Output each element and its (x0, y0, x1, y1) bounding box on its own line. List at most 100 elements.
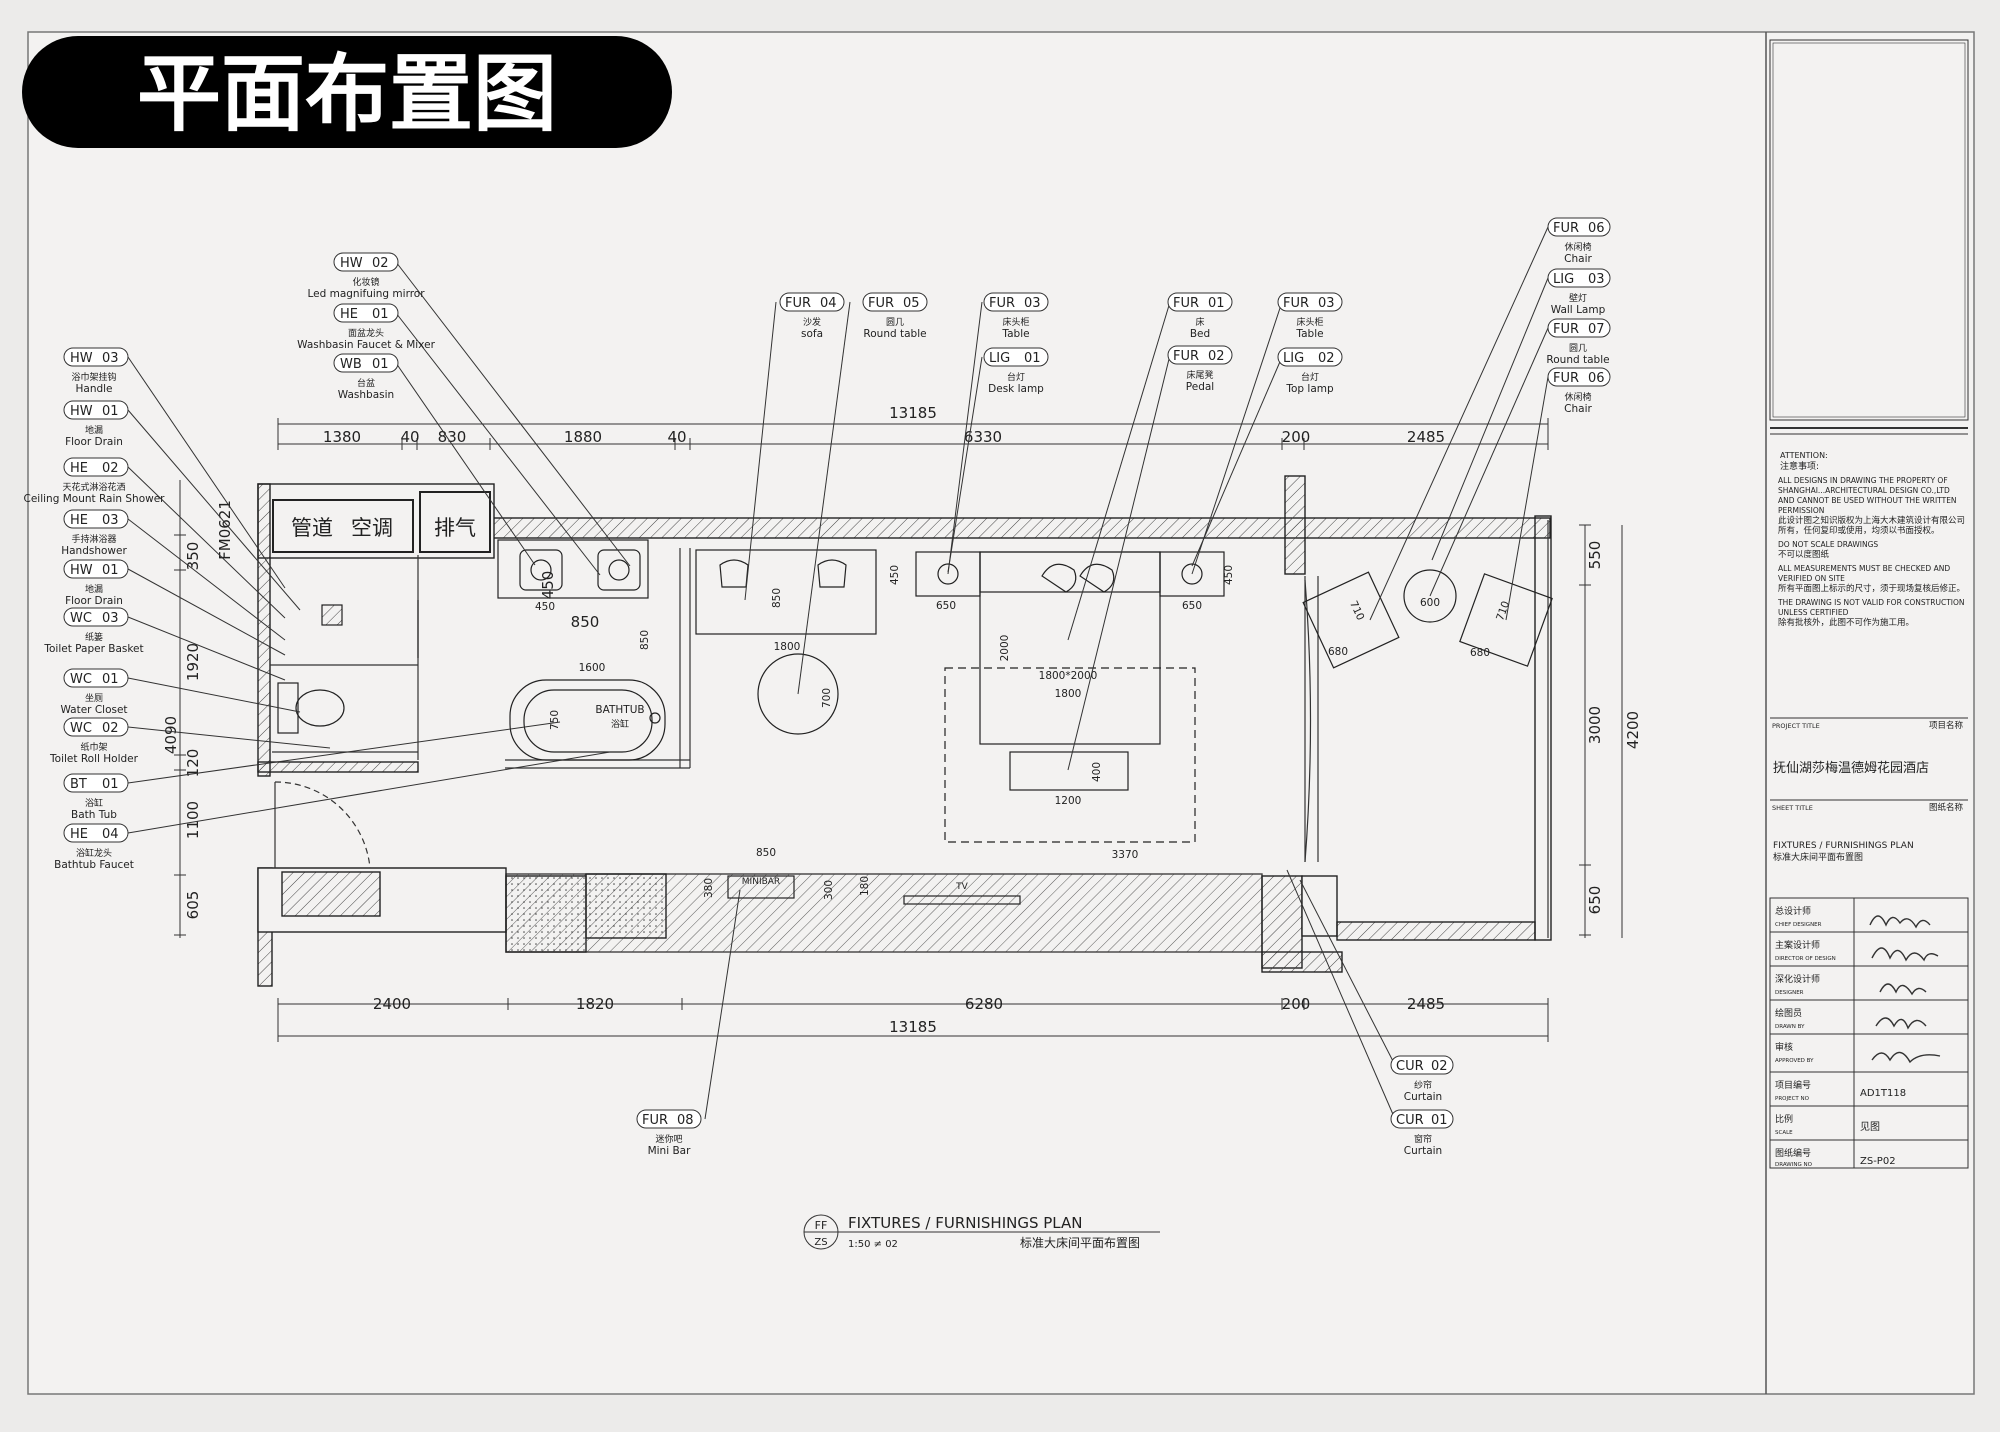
callout-cn: 台灯 (1007, 371, 1025, 383)
callout-cn: 床尾凳 (1186, 369, 1213, 381)
callout-en: Washbasin Faucet & Mixer (297, 339, 435, 351)
bathroom-fixtures (277, 539, 666, 761)
callout-num: 03 (102, 611, 119, 626)
callout-code: HW (70, 404, 93, 419)
interior-dim: 1800 (1055, 688, 1082, 700)
callout-code: LIG (1553, 272, 1574, 287)
interior-dim: 650 (936, 600, 956, 612)
callout-code: WC (70, 611, 92, 626)
callout-code: FUR (1173, 349, 1199, 364)
plan-subtitle-cn: 标准大床间平面布置图 (1020, 1236, 1140, 1250)
callout-num: 02 (372, 256, 389, 271)
interior-dim: 600 (1420, 597, 1440, 609)
callout-code: LIG (989, 351, 1010, 366)
callout-en: Toilet Roll Holder (49, 753, 139, 765)
callout-en: Bath Tub (71, 809, 117, 821)
row-label-cn: 比例 (1775, 1113, 1793, 1125)
callout-num: 02 (102, 721, 119, 736)
left-dim: 4090 (162, 716, 180, 754)
callout-code: BT (70, 777, 87, 792)
room-label-duct: 管道 (291, 516, 333, 540)
callout-code: FUR (1553, 371, 1579, 386)
callout-cn: 地漏 (85, 583, 103, 595)
right-dim: 650 (1586, 886, 1604, 915)
callout-en: Handle (75, 383, 112, 395)
attention-en: ATTENTION: (1780, 451, 1828, 460)
bottom-dim: 1820 (576, 995, 614, 1013)
row-label-cn: 审核 (1775, 1041, 1793, 1053)
callout-cn: 面盆龙头 (348, 327, 384, 339)
right-dim: 550 (1586, 541, 1604, 570)
project-title-label-cn: 项目名称 (1929, 720, 1964, 731)
row-label-cn: 主案设计师 (1775, 939, 1820, 951)
callout-en: Round table (1546, 354, 1609, 366)
callout-cn: 窗帘 (1414, 1133, 1432, 1145)
bathtub-label-en: BATHTUB (595, 704, 644, 716)
callout-en: Round table (863, 328, 926, 340)
note-line: 除有批核外，此图不可作为施工用。 (1778, 618, 1915, 628)
callout-num: 01 (102, 563, 119, 578)
note-line: 所有平面图上标示的尺寸，须于现场复核后修正。 (1778, 584, 1966, 594)
row-label-en: PROJECT NO (1775, 1096, 1810, 1102)
interior-dim: 680 (1470, 647, 1490, 659)
interior-dim: 450 (535, 601, 555, 613)
row-label-en: APPROVED BY (1775, 1058, 1814, 1064)
ref-symbol-bottom: ZS (814, 1237, 827, 1248)
callout-code: HW (70, 563, 93, 578)
callout-en: Floor Drain (65, 595, 123, 607)
callouts-upper: HW 02 化妆镜 Led magnifuing mirror HE 01 面盆… (297, 252, 436, 401)
callout-en: Bathtub Faucet (54, 859, 134, 871)
note-line: ALL DESIGNS IN DRAWING THE PROPERTY OF S… (1778, 476, 1957, 515)
callout-cn: 圆几 (1569, 343, 1587, 354)
callout-num: 01 (102, 672, 119, 687)
bottom-dim: 2400 (373, 995, 411, 1013)
sheet-title-label-en: SHEET TITLE (1772, 804, 1813, 812)
signature-scribbles (1869, 915, 1941, 1064)
scale-value: 见图 (1860, 1121, 1880, 1133)
callout-cn: 休闲椅 (1564, 391, 1591, 403)
top-dim: 2485 (1407, 428, 1445, 446)
callout-num: 08 (677, 1113, 694, 1128)
callout-num: 02 (102, 461, 119, 476)
room-label-ac: 空调 (351, 516, 393, 540)
callout-en: sofa (801, 328, 823, 340)
callout-cn: 沙发 (803, 316, 821, 328)
room-label-exhaust: 排气 (434, 516, 476, 540)
callout-code: HW (340, 256, 363, 271)
drawing-title-stamp: FF ZS FIXTURES / FURNISHINGS PLAN 1:50 ≠… (803, 1214, 1160, 1250)
ref-symbol-top: FF (815, 1219, 828, 1232)
callout-en: Desk lamp (988, 383, 1044, 395)
callout-code: FUR (1553, 221, 1579, 236)
callout-code: CUR (1396, 1113, 1424, 1128)
callout-code: WB (340, 357, 362, 372)
callout-num: 01 (372, 307, 389, 322)
callout-code: FUR (989, 296, 1015, 311)
minibar-label: MINIBAR (742, 877, 780, 887)
interior-dim: 850 (639, 630, 651, 650)
interior-dim: 380 (703, 878, 715, 898)
callout-cn: 浴缸龙头 (76, 847, 112, 859)
callouts-right: FUR 06 休闲椅 Chair LIG 03 壁灯 Wall Lamp FUR… (1546, 217, 1611, 415)
callout-en: Toilet Paper Basket (43, 643, 143, 655)
callout-code: FUR (1283, 296, 1309, 311)
callout-en: Chair (1564, 253, 1592, 265)
tv-label: TV (955, 882, 968, 892)
callout-cn: 纸篓 (85, 631, 103, 643)
callout-code: WC (70, 721, 92, 736)
callout-cn: 手持淋浴器 (71, 533, 116, 545)
interior-dim: 850 (771, 588, 783, 608)
top-dim: 6330 (964, 428, 1002, 446)
callout-code: FUR (1173, 296, 1199, 311)
callout-cn: 休闲椅 (1564, 241, 1591, 253)
banner-title: 平面布置图 (137, 45, 557, 143)
fm-label: FM0621 (216, 500, 234, 560)
callout-num: 02 (1318, 351, 1335, 366)
row-label-en: DRAWN BY (1775, 1024, 1805, 1030)
callout-code: HE (340, 307, 358, 322)
callout-code: HW (70, 351, 93, 366)
callout-en: Table (1295, 328, 1323, 340)
callout-num: 01 (102, 777, 119, 792)
interior-dim: 3370 (1112, 849, 1139, 861)
callout-en: Pedal (1186, 381, 1214, 393)
